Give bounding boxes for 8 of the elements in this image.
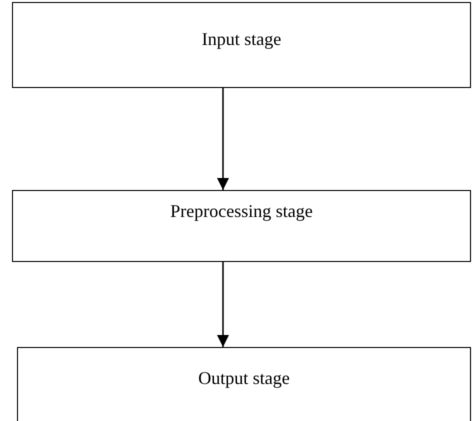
stage-label: Output stage xyxy=(198,368,290,389)
stage-label: Input stage xyxy=(202,29,282,50)
arrow xyxy=(217,88,229,190)
arrow xyxy=(217,262,229,347)
process-box xyxy=(12,190,471,262)
process-box xyxy=(17,347,471,421)
process-box xyxy=(12,2,471,88)
stage-label: Preprocessing stage xyxy=(170,201,313,222)
